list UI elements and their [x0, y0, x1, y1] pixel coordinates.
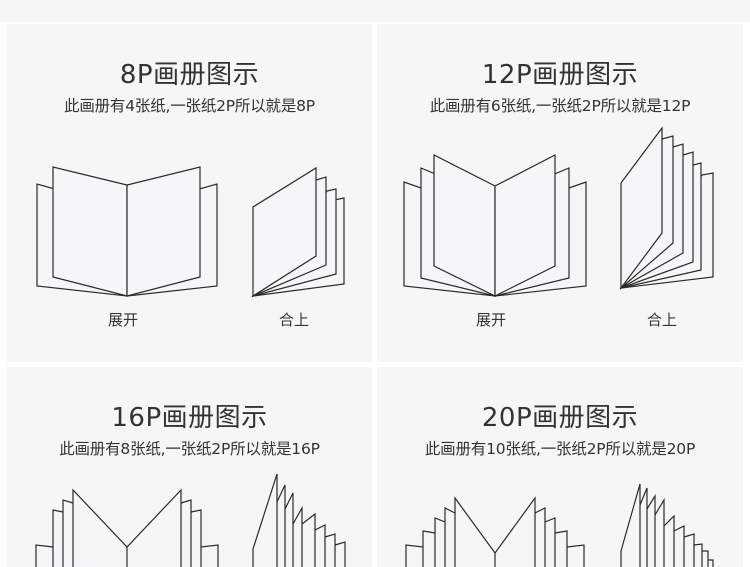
panel-subtitle: 此画册有10张纸,一张纸2P所以就是20P — [424, 440, 696, 458]
label-open: 展开 — [108, 311, 139, 329]
panel-title: 20P画册图示 — [481, 403, 639, 433]
label-closed: 合上 — [647, 311, 678, 329]
closed-book-illustration — [251, 166, 345, 298]
panel-8p: 8P画册图示 此画册有4张纸,一张纸2P所以就是8P 展开 合上 — [7, 24, 372, 362]
open-book-illustration — [35, 488, 219, 567]
panel-title: 16P画册图示 — [111, 403, 268, 433]
closed-book-illustration — [620, 483, 714, 567]
label-closed: 合上 — [279, 311, 310, 329]
panel-subtitle: 此画册有8张纸,一张纸2P所以就是16P — [59, 440, 320, 458]
open-book-illustration — [403, 154, 587, 297]
closed-book-illustration — [619, 126, 714, 290]
panel-20p: 20P画册图示 此画册有10张纸,一张纸2P所以就是20P — [377, 367, 743, 567]
panel-subtitle: 此画册有4张纸,一张纸2P所以就是8P — [64, 97, 315, 115]
closed-book-illustration — [252, 473, 346, 567]
open-book-illustration — [405, 496, 585, 567]
panel-subtitle: 此画册有6张纸,一张纸2P所以就是12P — [429, 97, 691, 115]
open-book-illustration — [36, 166, 218, 297]
top-strip — [0, 0, 750, 22]
label-open: 展开 — [476, 311, 507, 329]
panel-title: 12P画册图示 — [481, 60, 639, 90]
panel-16p: 16P画册图示 此画册有8张纸,一张纸2P所以就是16P — [7, 367, 372, 567]
panel-12p: 12P画册图示 此画册有6张纸,一张纸2P所以就是12P 展开 合上 — [377, 24, 743, 362]
panel-title: 8P画册图示 — [119, 60, 260, 90]
